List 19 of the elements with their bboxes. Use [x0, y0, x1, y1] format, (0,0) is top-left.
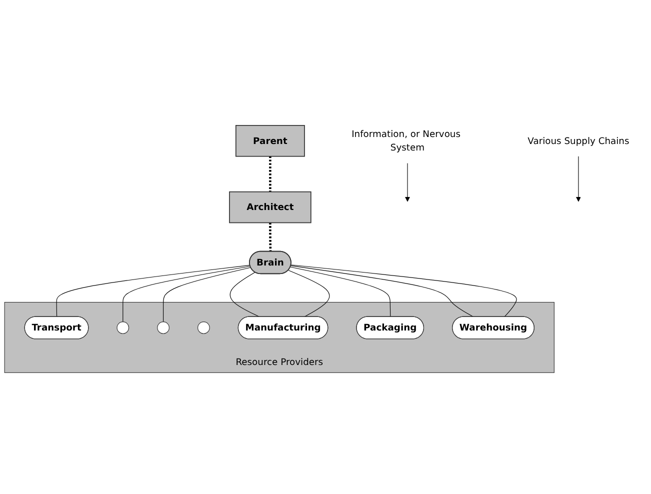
- connector: [122, 266, 251, 322]
- arrow: [576, 156, 581, 202]
- node-text: Various Supply Chains: [528, 134, 630, 146]
- connector: [290, 265, 474, 317]
- connector: [290, 264, 517, 317]
- connector: [230, 272, 260, 317]
- node-circle: [157, 321, 170, 334]
- connector: [269, 156, 272, 192]
- connector: [288, 270, 330, 317]
- node-circle: [198, 321, 210, 334]
- node-circle: [116, 321, 130, 334]
- node-box: Parent: [235, 124, 305, 156]
- arrow: [404, 162, 410, 202]
- connector: [290, 266, 391, 317]
- connector: [56, 264, 250, 317]
- connector: [269, 222, 272, 252]
- connector: [163, 266, 252, 322]
- node-text: Information, or Nervous System: [352, 128, 460, 153]
- node-box: Architect: [229, 191, 312, 223]
